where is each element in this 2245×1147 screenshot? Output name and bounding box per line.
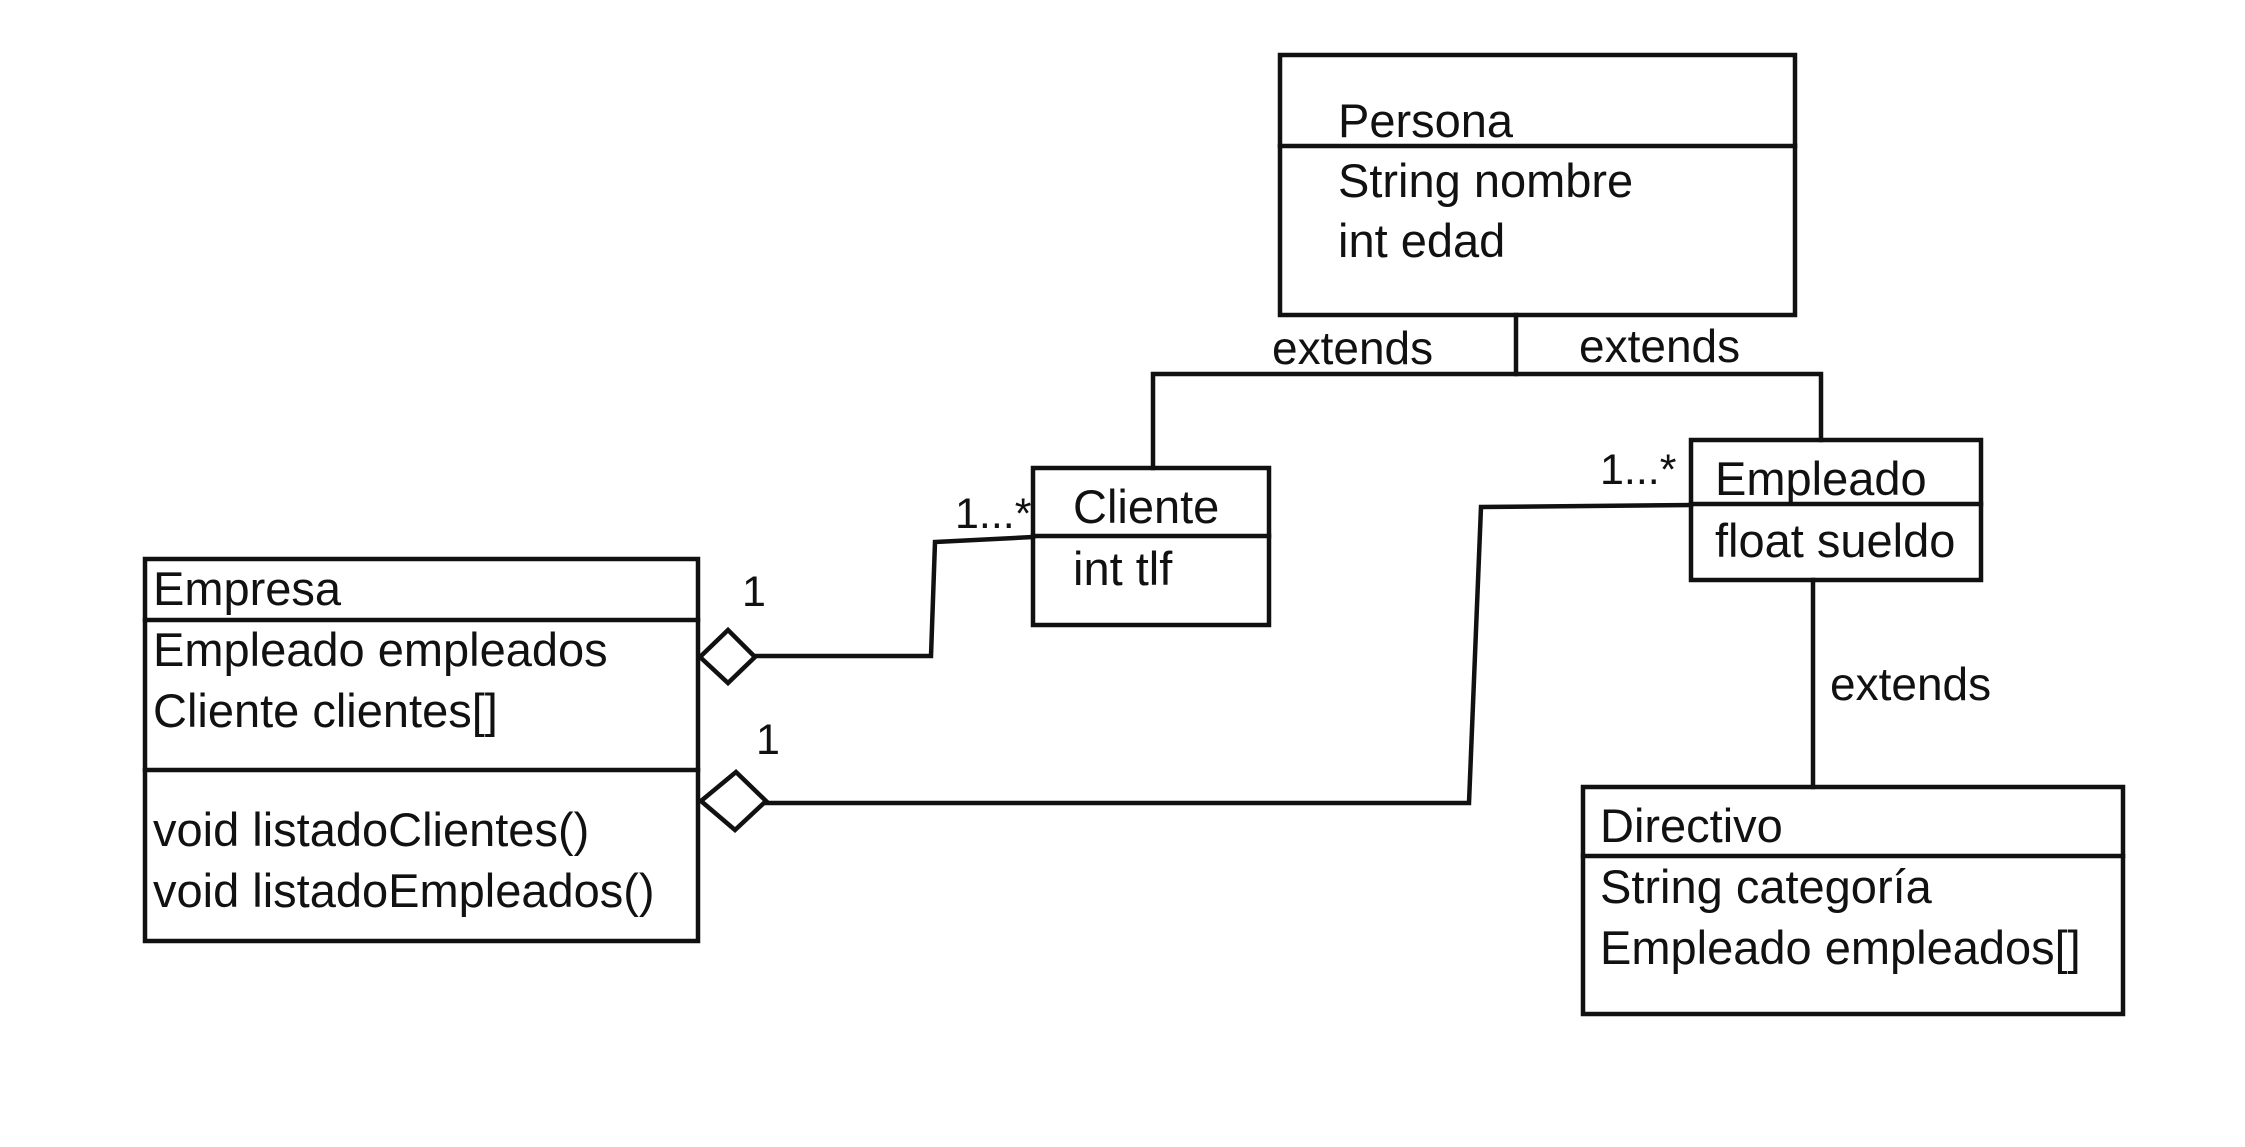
- cliente-name: Cliente: [1073, 480, 1219, 533]
- empresa-name: Empresa: [153, 562, 342, 615]
- extends-label-directivo: extends: [1830, 658, 1991, 710]
- extends-line-cliente: [1150, 371, 1824, 471]
- multiplicity-empresa-cliente-many: 1...*: [955, 490, 1032, 538]
- class-persona: [1277, 52, 1798, 318]
- directivo-name: Directivo: [1600, 799, 1783, 852]
- directivo-attribute: Empleado empleados[]: [1600, 921, 2081, 974]
- multiplicity-empresa-cliente-one: 1: [742, 568, 766, 616]
- persona-attribute: int edad: [1338, 214, 1505, 267]
- aggregation-diamond-cliente: [696, 626, 759, 687]
- aggregation-line-cliente: [752, 534, 1036, 659]
- class-directivo: [1580, 784, 2126, 1017]
- empleado-name: Empleado: [1715, 452, 1927, 505]
- multiplicity-empresa-empleado-many: 1...*: [1600, 446, 1677, 494]
- extends-label-cliente: extends: [1272, 322, 1433, 374]
- empresa-attribute: Empleado empleados: [153, 623, 608, 676]
- empresa-attribute: Cliente clientes[]: [153, 684, 498, 737]
- multiplicity-empresa-empleado-one: 1: [756, 716, 780, 764]
- cliente-attribute: int tlf: [1073, 542, 1173, 595]
- aggregation-diamond-empleado: [697, 768, 770, 834]
- class-empleado: [1688, 437, 1984, 583]
- empresa-method: void listadoClientes(): [153, 803, 589, 856]
- persona-name: Persona: [1338, 94, 1514, 147]
- empleado-attribute: float sueldo: [1715, 514, 1955, 567]
- persona-attribute: String nombre: [1338, 154, 1633, 207]
- empresa-method: void listadoEmpleados(): [153, 864, 655, 917]
- directivo-attribute: String categoría: [1600, 860, 1933, 913]
- class-empresa: [142, 556, 701, 944]
- aggregation-line-empleado: [763, 502, 1694, 806]
- extends-label-empleado: extends: [1579, 320, 1740, 372]
